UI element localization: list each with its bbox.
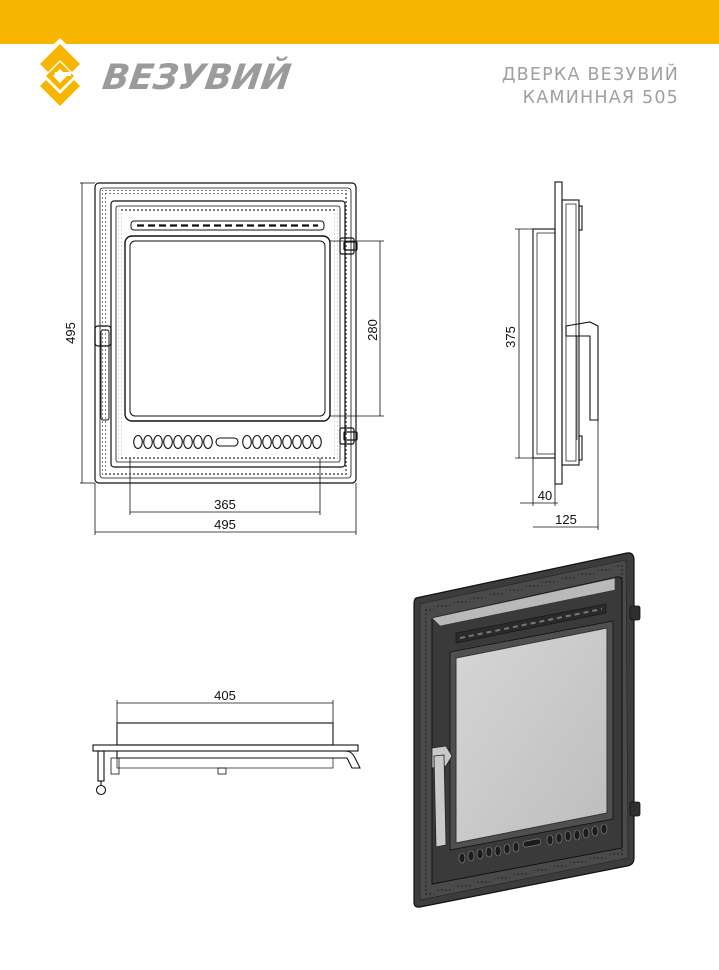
product-title-line2: КАМИННАЯ 505 [522,88,679,108]
dim-top-width: 405 [214,688,236,703]
dim-front-height: 495 [63,322,78,344]
dim-side-depth-inner: 40 [538,488,552,503]
side-dimension-lines [515,228,599,530]
vezuviy-logo-icon [36,38,84,106]
iso-view [413,552,641,908]
front-view [94,182,358,484]
front-dimension-lines [80,182,384,535]
top-view [92,722,361,796]
dim-side-height: 375 [503,326,518,348]
dim-glass-height: 280 [365,319,380,341]
header-bar [0,0,719,44]
dim-glass-width: 365 [214,497,236,512]
product-title: ДВЕРКА ВЕЗУВИЙ КАМИННАЯ 505 [502,64,679,110]
top-dimension-lines [116,700,334,723]
side-view [532,181,599,485]
dim-front-width: 495 [214,517,236,532]
dim-side-depth-total: 125 [555,512,577,527]
brand-logo[interactable]: ВЕЗУВИЙ [36,38,293,108]
product-title-line1: ДВЕРКА ВЕЗУВИЙ [501,65,679,85]
